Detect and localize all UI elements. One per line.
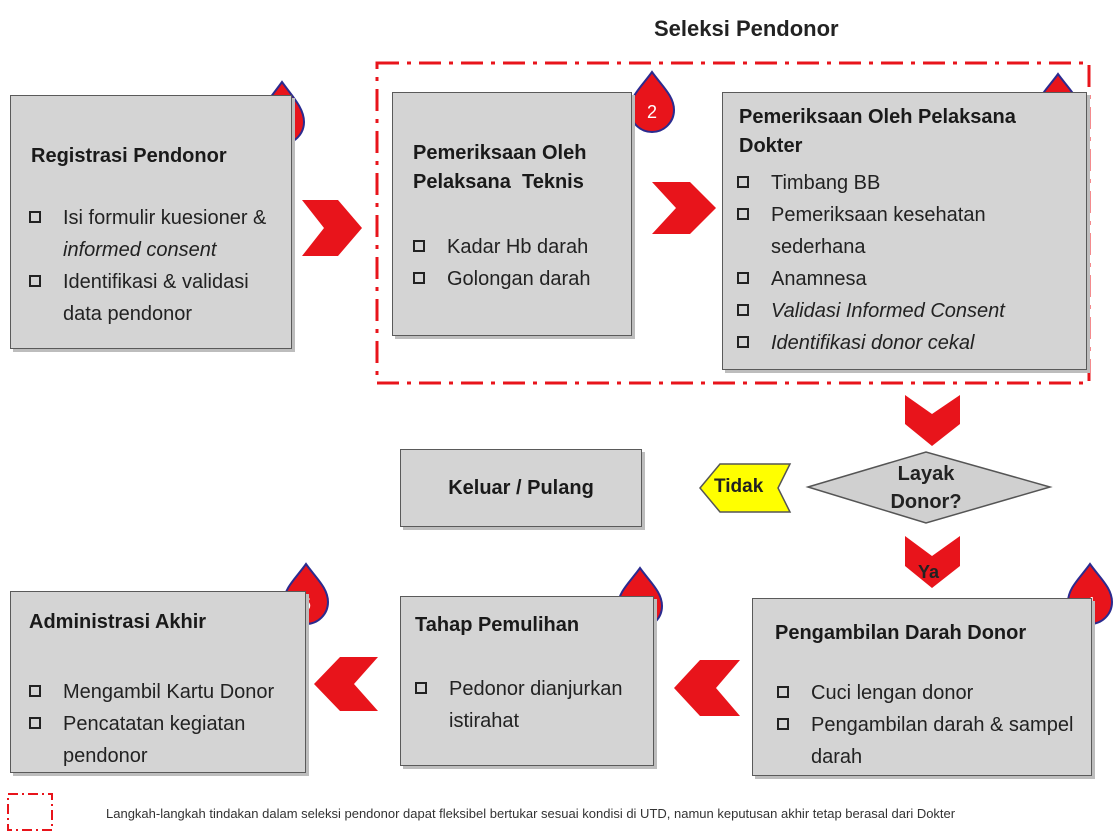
step-2-items: Kadar Hb darah Golongan darah	[413, 231, 628, 295]
step-5-box: Tahap Pemulihan Pedonor dianjurkan istir…	[400, 596, 654, 766]
exit-box-label: Keluar / Pulang	[448, 477, 594, 499]
list-item: Pengambilan darah & sampel	[777, 709, 1087, 741]
step-3-box: Pemeriksaan Oleh Pelaksana Dokter Timban…	[722, 92, 1087, 370]
no-label: Tidak	[714, 476, 764, 497]
step-1-title: Registrasi Pendonor	[31, 145, 227, 167]
checkbox-icon	[777, 718, 789, 730]
list-item-cont: istirahat	[449, 710, 520, 732]
list-item: Golongan darah	[413, 263, 628, 295]
step-4-items: Cuci lengan donor Pengambilan darah & sa…	[777, 677, 1087, 773]
checkbox-icon	[413, 272, 425, 284]
checkbox-icon	[29, 685, 41, 697]
checkbox-icon	[777, 686, 789, 698]
checkbox-icon	[737, 272, 749, 284]
checkbox-icon	[737, 336, 749, 348]
step-6-title: Administrasi Akhir	[29, 611, 207, 633]
checkbox-icon	[737, 304, 749, 316]
list-item: Mengambil Kartu Donor	[29, 676, 304, 708]
list-item: Validasi Informed Consent	[737, 295, 1077, 327]
step-1-items: Isi formulir kuesioner & informed consen…	[29, 202, 289, 330]
checkbox-icon	[29, 211, 41, 223]
list-item-cont: darah	[811, 746, 863, 768]
decision-label: Layak Donor?	[890, 463, 962, 513]
checkbox-icon	[737, 176, 749, 188]
step-1-box: Registrasi Pendonor Isi formulir kuesion…	[10, 95, 292, 349]
step-4-title: Pengambilan Darah Donor	[775, 622, 1027, 644]
list-item-cont: pendonor	[63, 745, 148, 767]
selection-region-border	[375, 61, 1091, 385]
step-6-items: Mengambil Kartu Donor Pencatatan kegiata…	[29, 676, 304, 772]
list-item: Identifikasi donor cekal	[737, 327, 1077, 359]
legend-swatch	[7, 793, 53, 831]
step-3-items: Timbang BB Pemeriksaan kesehatan sederha…	[737, 167, 1077, 359]
step-5-items: Pedonor dianjurkan istirahat	[415, 673, 647, 737]
list-item: Identifikasi & validasi	[29, 266, 289, 298]
pin-2: 2	[628, 70, 676, 133]
list-item-cont: sederhana	[771, 236, 866, 258]
section-title: Seleksi Pendonor	[654, 16, 839, 41]
list-item: Anamnesa	[737, 263, 1077, 295]
arrow-1-to-2	[302, 200, 362, 256]
checkbox-icon	[737, 208, 749, 220]
checkbox-icon	[415, 682, 427, 694]
list-item-cont: informed consent	[63, 239, 217, 261]
step-4-box: Pengambilan Darah Donor Cuci lengan dono…	[752, 598, 1092, 776]
step-5-title: Tahap Pemulihan	[415, 614, 580, 636]
arrow-3-to-decision	[905, 395, 960, 446]
checkbox-icon	[413, 240, 425, 252]
list-item: Pencatatan kegiatan	[29, 708, 304, 740]
yes-label: Ya	[918, 562, 940, 582]
step-6-box: Administrasi Akhir Mengambil Kartu Donor…	[10, 591, 306, 773]
decision-diamond	[805, 451, 1053, 524]
pin-2-number: 2	[647, 102, 657, 122]
list-item: Pedonor dianjurkan	[415, 673, 647, 705]
list-item-cont: data pendonor	[63, 303, 193, 325]
pin-6-number: 6	[301, 594, 311, 614]
list-item: Timbang BB	[737, 167, 1077, 199]
step-2-box: Pemeriksaan Oleh Pelaksana Teknis Kadar …	[392, 92, 632, 336]
arrow-4-to-5	[674, 660, 740, 716]
step-2-title: Pemeriksaan Oleh Pelaksana Teknis	[413, 142, 587, 193]
list-item: Pemeriksaan kesehatan	[737, 199, 1077, 231]
arrow-5-to-6	[314, 657, 378, 711]
arrow-decision-to-4	[905, 536, 960, 588]
checkbox-icon	[29, 275, 41, 287]
arrow-2-to-3	[652, 182, 716, 234]
footnote: Langkah-langkah tindakan dalam seleksi p…	[106, 806, 956, 821]
list-item: Isi formulir kuesioner &	[29, 202, 289, 234]
checkbox-icon	[29, 717, 41, 729]
exit-box: Keluar / Pulang	[400, 449, 642, 527]
no-arrow	[699, 463, 792, 513]
list-item: Kadar Hb darah	[413, 231, 628, 263]
list-item: Cuci lengan donor	[777, 677, 1087, 709]
step-3-title: Pemeriksaan Oleh Pelaksana Dokter	[739, 106, 1016, 157]
